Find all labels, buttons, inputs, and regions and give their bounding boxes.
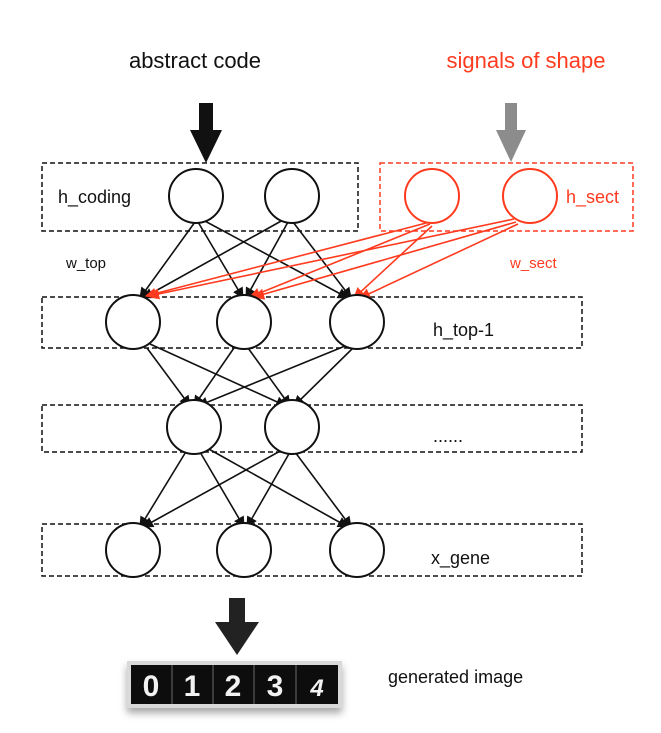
connection-arrow [294,451,352,528]
signals-arrow-icon [496,103,526,162]
generated-digit: 1 [184,670,201,703]
h-sect-label: h_sect [566,187,619,208]
x-gene-neuron [329,522,385,578]
w-top-connections [139,219,352,299]
generated-digit: 2 [225,670,242,703]
x-gene-neuron [216,522,272,578]
connection-arrow [246,451,291,528]
connection-arrow [197,221,244,299]
hidden-neuron [264,399,320,455]
h-top-1-layer-box [41,296,583,349]
h-top-1-label: h_top-1 [433,320,494,341]
h-sect-neuron [502,168,558,224]
generated-digit: 0 [143,670,160,703]
h-top-1-neuron [329,294,385,350]
h-top-1-neuron [105,294,161,350]
generated-image-label: generated image [388,667,523,687]
h-sect-layer-box [379,162,634,232]
connection-arrow [202,219,349,299]
h-coding-neuron [168,168,224,224]
connection-arrow [252,221,517,300]
connection-arrow [353,225,433,299]
connection-arrow [139,449,188,528]
connection-arrow [142,219,284,299]
hidden-neuron [166,399,222,455]
connection-arrow [199,451,245,528]
connection-arrow [139,221,196,299]
connection-arrow [248,223,431,299]
connection-arrow [193,344,237,407]
connection-arrow [293,347,354,407]
h-sect-neuron [404,168,460,224]
connection-arrow [358,223,519,299]
x-gene-neuron [105,522,161,578]
connection-arrow [196,343,351,408]
connection-arrow [146,347,191,407]
output-connections [139,447,352,528]
signals-of-shape-title: signals of shape [447,48,606,73]
h-top-1-neuron [216,294,272,350]
connection-arrow [149,343,288,407]
x-gene-label: x_gene [431,548,490,569]
connection-arrow [142,449,283,528]
connection-arrow [245,221,289,299]
generated-digit: 3 [267,670,284,703]
generated-digit: 4 [309,675,323,702]
hidden-connections [146,343,354,408]
h-coding-label: h_coding [58,187,131,208]
abstract-code-title: abstract code [129,48,261,73]
h-coding-neuron [264,168,320,224]
w-sect-label: w_sect [509,255,558,272]
connection-arrow [147,218,515,300]
w-sect-connections [144,218,519,300]
generated-image: 0 1 2 3 4 [127,661,342,708]
w-top-label: w_top [65,255,106,272]
hidden-layer-box [41,404,583,453]
dots-label: ...... [433,426,463,446]
output-arrow-icon [215,598,259,655]
connection-arrow [144,221,431,299]
abstract-code-arrow-icon [190,103,222,163]
connection-arrow [206,447,349,528]
